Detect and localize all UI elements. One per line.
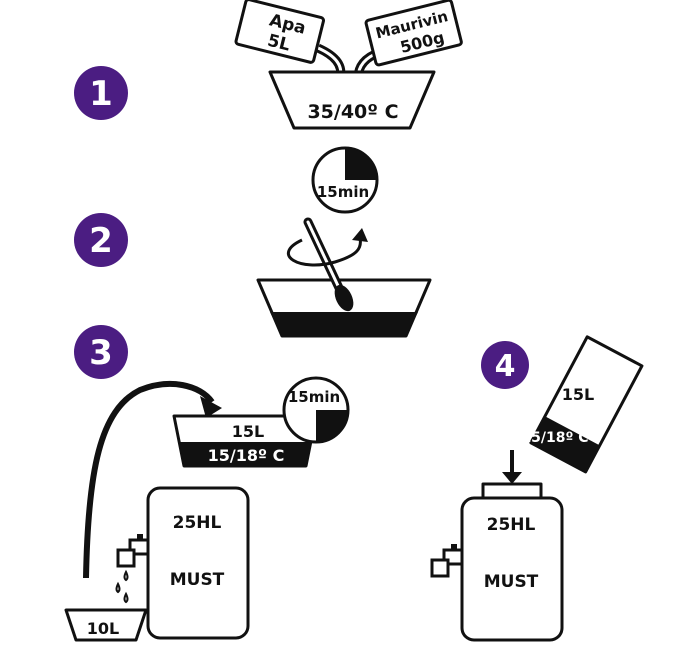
stirring-spoon-icon: [303, 217, 354, 312]
starter-tray: 15L 15/18º C: [172, 414, 318, 468]
bucket-volume: 10L: [87, 619, 119, 638]
timer-15min-step3: 15min: [282, 376, 350, 444]
container-temperature: 15/18º C: [521, 430, 588, 446]
step-3-number: 3: [89, 333, 113, 373]
tray-volume: 15L: [232, 422, 264, 441]
step-1-number: 1: [89, 74, 113, 114]
tank-right-volume: 25HL: [487, 515, 536, 535]
timer-step1-label: 15min: [317, 183, 369, 201]
step-2-badge: 2: [74, 213, 128, 267]
timer-step3-label: 15min: [288, 388, 340, 406]
step-3-badge: 3: [74, 325, 128, 379]
tray-temperature: 15/18º C: [208, 446, 285, 465]
rotation-arrow-icon: [287, 228, 368, 267]
pour-arrow: [502, 450, 522, 484]
must-tank-left: 25HL MUST: [146, 486, 250, 640]
step-2-number: 2: [89, 221, 113, 261]
tank-right-content: MUST: [484, 572, 539, 592]
tap-icon-right: [430, 544, 464, 578]
transfer-arrow: [83, 381, 222, 579]
collection-bucket: 10L: [64, 608, 148, 642]
bowl-temperature: 35/40º C: [307, 101, 398, 123]
tap-icon: [116, 534, 150, 568]
rehydration-bowl: 35/40º C: [268, 70, 436, 130]
must-tank-right: 25HL MUST: [460, 482, 564, 642]
container-volume: 15L: [562, 385, 594, 404]
yeast-packet: Maurivin 500g: [364, 0, 463, 67]
water-packet: Apa 5L: [234, 0, 325, 64]
timer-15min-step1: 15min: [311, 146, 379, 214]
step-4-badge: 4: [481, 341, 529, 389]
step-4-number: 4: [495, 349, 516, 384]
pouring-container: [529, 335, 644, 474]
tank-left-volume: 25HL: [173, 513, 222, 533]
tank-left-content: MUST: [170, 570, 225, 590]
drops-icon: [115, 569, 129, 604]
step-1-badge: 1: [74, 66, 128, 120]
